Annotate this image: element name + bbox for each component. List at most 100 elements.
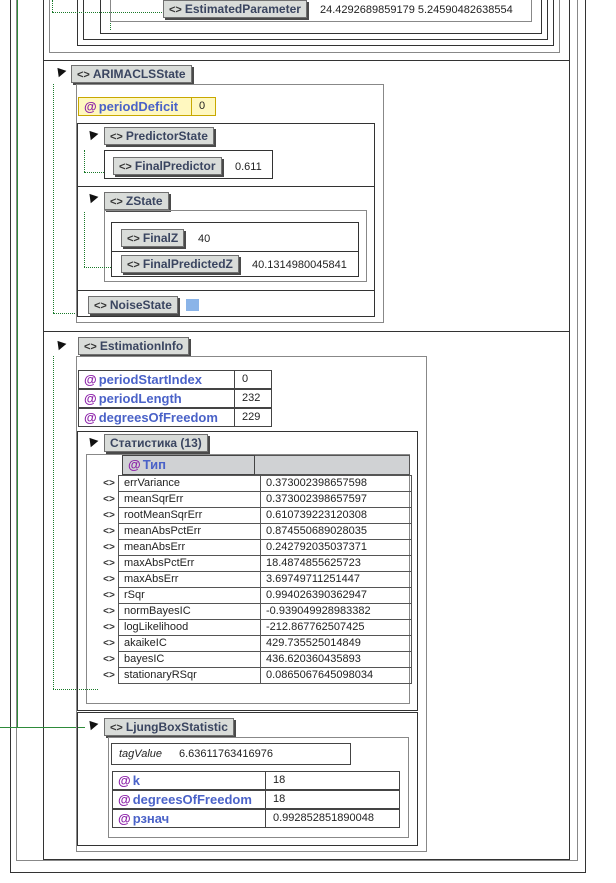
stat-value: 0.242792035037371 bbox=[260, 539, 412, 556]
stat-name: meanSqrErr bbox=[118, 491, 261, 508]
statistics-tag[interactable]: Статистика (13) bbox=[104, 434, 208, 452]
noise-state-value-swatch bbox=[186, 299, 199, 311]
ljungbox-attr-dof-value: 18 bbox=[265, 790, 400, 809]
estimated-parameter-tag[interactable]: <>EstimatedParameter bbox=[163, 0, 307, 18]
stat-name: bayesIC bbox=[118, 651, 261, 668]
stat-value: 0.994026390362947 bbox=[260, 587, 412, 604]
ljungbox-attr-k-value: 18 bbox=[265, 771, 400, 790]
period-deficit-value: 0 bbox=[191, 97, 216, 116]
stat-name: maxAbsPctErr bbox=[118, 555, 261, 572]
stat-value: -0.939049928983382 bbox=[260, 603, 412, 620]
ljungbox-frame bbox=[77, 712, 418, 846]
ljungbox-attr-k: @k bbox=[112, 771, 266, 790]
attr-degrees-of-freedom: @degreesOfFreedom bbox=[78, 408, 235, 427]
predictor-state-tag[interactable]: <>PredictorState bbox=[104, 127, 214, 145]
arimacls-state-body bbox=[76, 84, 384, 323]
ljungbox-tag[interactable]: <>LjungBoxStatistic bbox=[104, 718, 234, 736]
zstate-connector-v bbox=[84, 212, 85, 267]
stat-name: rSqr bbox=[118, 587, 261, 604]
final-z-value: 40 bbox=[198, 233, 211, 245]
element-icon: <> bbox=[103, 526, 115, 537]
final-z-tag[interactable]: <>FinalZ bbox=[121, 229, 185, 247]
element-icon: <> bbox=[103, 478, 115, 489]
ljungbox-attr-pvalue: @рзнач bbox=[112, 809, 266, 828]
tree-connector-line bbox=[17, 0, 18, 728]
element-icon: <> bbox=[103, 510, 115, 521]
top-fragment-inner-3 bbox=[100, 0, 542, 34]
type-column-header[interactable]: @Тип bbox=[122, 455, 255, 475]
element-icon: <> bbox=[103, 606, 115, 617]
tree-connector-h bbox=[0, 727, 85, 728]
attr-period-start-index-value: 0 bbox=[234, 370, 272, 389]
period-deficit-attr: @periodDeficit bbox=[78, 97, 192, 116]
final-predictor-value: 0.611 bbox=[235, 161, 262, 173]
element-icon: <> bbox=[103, 574, 115, 585]
stat-name: stationaryRSqr bbox=[118, 667, 261, 684]
stat-name: errVariance bbox=[118, 475, 261, 492]
stat-name: rootMeanSqrErr bbox=[118, 507, 261, 524]
attr-period-length-value: 232 bbox=[234, 389, 272, 408]
stat-value: 0.874550689028035 bbox=[260, 523, 412, 540]
predictor-connector-v bbox=[84, 150, 85, 172]
attr-period-length: @periodLength bbox=[78, 389, 235, 408]
final-predicted-z-tag[interactable]: <>FinalPredictedZ bbox=[121, 255, 239, 273]
final-predictor-row bbox=[104, 150, 273, 179]
estimation-connector-h bbox=[53, 689, 98, 690]
z-state-tag[interactable]: <>ZState bbox=[104, 192, 169, 210]
ljungbox-body bbox=[108, 737, 409, 838]
divider-2 bbox=[43, 331, 570, 332]
tag-value-label: tagValue bbox=[111, 743, 173, 765]
estimation-info-body bbox=[76, 356, 427, 852]
element-icon: <> bbox=[103, 542, 115, 553]
arimacls-state-tag[interactable]: <>ARIMACLSState bbox=[71, 65, 192, 83]
arimacls-connector-h bbox=[53, 313, 75, 314]
stat-value: 18.4874855625723 bbox=[260, 555, 412, 572]
estimated-parameter-value: 24.4292689859179 5.24590482638554 bbox=[320, 4, 513, 16]
stat-value: -212.867762507425 bbox=[260, 619, 412, 636]
stat-value: 436.620360435893 bbox=[260, 651, 412, 668]
table-row: <>logLikelihood-212.867762507425 bbox=[100, 619, 412, 636]
element-icon: <> bbox=[103, 654, 115, 665]
stat-value: 0.610739223120308 bbox=[260, 507, 412, 524]
top-connector-v bbox=[52, 0, 53, 12]
final-predicted-z-value: 40.1314980045841 bbox=[252, 259, 347, 271]
stat-name: meanAbsErr bbox=[118, 539, 261, 556]
noise-state-frame bbox=[77, 290, 375, 317]
stat-value: 0.0865067645098034 bbox=[260, 667, 412, 684]
attr-period-start-index: @periodStartIndex bbox=[78, 370, 235, 389]
element-icon: <> bbox=[103, 622, 115, 633]
stat-name: maxAbsErr bbox=[118, 571, 261, 588]
table-row: <>normBayesIC-0.939049928983382 bbox=[100, 603, 412, 620]
section-frame bbox=[43, 0, 570, 860]
stat-value: 0.373002398657598 bbox=[260, 475, 412, 492]
ljungbox-attr-dof: @degreesOfFreedom bbox=[112, 790, 266, 809]
top-fragment-inner-1 bbox=[77, 0, 554, 46]
noise-state-tag[interactable]: <>NoiseState bbox=[88, 296, 178, 314]
stat-value: 0.373002398657597 bbox=[260, 491, 412, 508]
stat-name: meanAbsPctErr bbox=[118, 523, 261, 540]
zstate-connector-h bbox=[84, 267, 111, 268]
top-fragment-frame bbox=[49, 0, 560, 53]
stat-name: logLikelihood bbox=[118, 619, 261, 636]
element-icon: <> bbox=[103, 670, 115, 681]
estimation-info-tag[interactable]: <>EstimationInfo bbox=[78, 337, 190, 355]
final-predicted-z-row bbox=[111, 251, 359, 277]
attr-degrees-of-freedom-value: 229 bbox=[234, 408, 272, 427]
final-predictor-tag[interactable]: <>FinalPredictor bbox=[113, 157, 222, 175]
statistics-frame bbox=[77, 431, 418, 711]
estimated-parameter-row bbox=[110, 0, 532, 22]
element-icon: <> bbox=[103, 494, 115, 505]
stat-value: 3.69749711251447 bbox=[260, 571, 412, 588]
predictor-connector-h bbox=[84, 172, 104, 173]
arimacls-connector-v bbox=[53, 84, 54, 313]
